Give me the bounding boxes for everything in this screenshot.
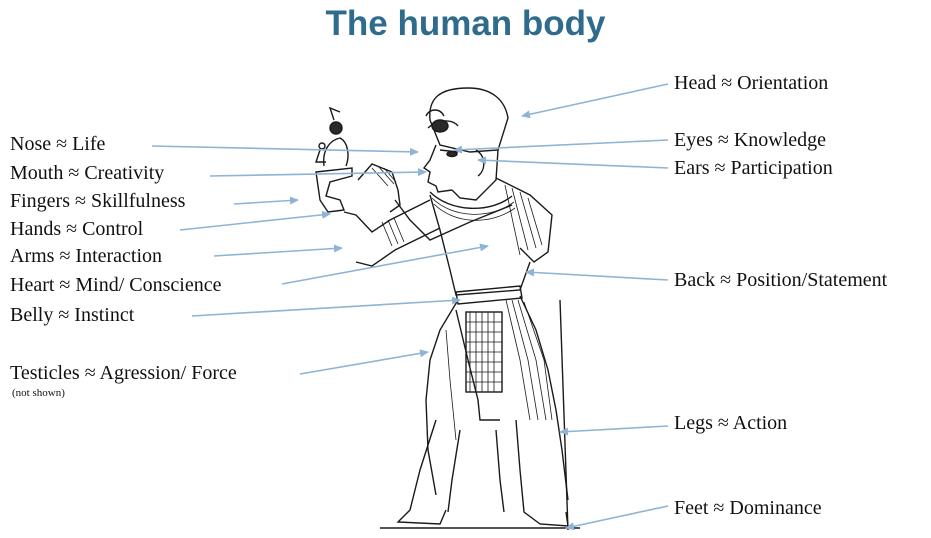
- arrow-nose: [152, 146, 418, 152]
- arrow-legs: [560, 426, 668, 432]
- arrow-head: [522, 84, 668, 116]
- arrow-belly: [192, 300, 460, 316]
- label-testicles-note: (not shown): [12, 387, 65, 399]
- arrow-fingers: [234, 200, 298, 204]
- arrow-heart: [282, 246, 488, 284]
- label-fingers: Fingers ≈ Skillfulness: [10, 189, 185, 213]
- arrow-ears: [478, 160, 668, 168]
- label-legs: Legs ≈ Action: [674, 411, 787, 435]
- label-feet: Feet ≈ Dominance: [674, 496, 822, 520]
- label-hands: Hands ≈ Control: [10, 217, 143, 241]
- label-testicles: Testicles ≈ Agression/ Force: [10, 361, 237, 385]
- label-eyes: Eyes ≈ Knowledge: [674, 128, 826, 152]
- arrow-mouth: [210, 172, 426, 176]
- label-arms: Arms ≈ Interaction: [10, 244, 162, 268]
- label-mouth: Mouth ≈ Creativity: [10, 161, 164, 185]
- arrow-back: [526, 272, 668, 280]
- label-back: Back ≈ Position/Statement: [674, 268, 887, 292]
- arrow-feet: [566, 506, 668, 528]
- arrow-hands: [180, 214, 330, 230]
- arrow-testicles: [300, 352, 428, 374]
- label-nose: Nose ≈ Life: [10, 132, 105, 156]
- arrow-eyes: [454, 140, 668, 150]
- label-head: Head ≈ Orientation: [674, 71, 828, 95]
- label-ears: Ears ≈ Participation: [674, 156, 833, 180]
- label-belly: Belly ≈ Instinct: [10, 303, 134, 327]
- arrow-arms: [214, 248, 342, 256]
- label-heart: Heart ≈ Mind/ Conscience: [10, 273, 221, 297]
